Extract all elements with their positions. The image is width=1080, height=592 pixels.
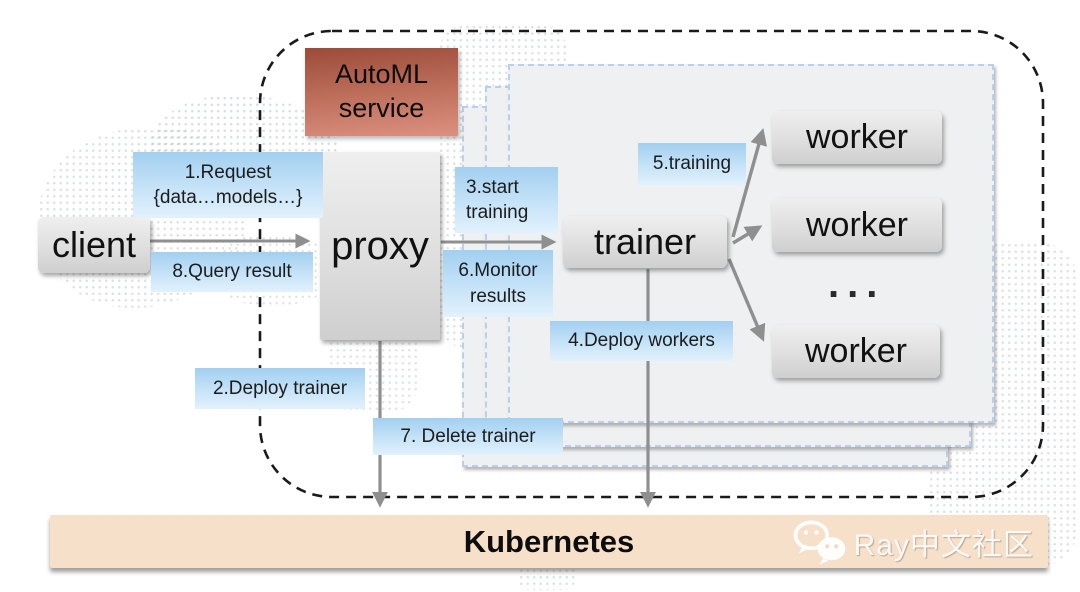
worker-label: worker: [805, 205, 909, 244]
step-5-training-label: 5.training: [638, 143, 746, 185]
more-workers-ellipsis: ...: [828, 262, 886, 306]
wechat-icon: [793, 519, 845, 565]
kubernetes-label: Kubernetes: [463, 523, 635, 559]
worker-node-2: worker: [772, 198, 942, 252]
client-node: client: [38, 217, 150, 273]
kubernetes-bar: Kubernetes Ray中文社区: [50, 515, 1048, 568]
trainer-node: trainer: [563, 216, 727, 268]
step-3-start-training-label: 3.start training: [455, 167, 558, 233]
step-7-delete-trainer-label: 7. Delete trainer: [373, 418, 563, 455]
step-8-query-result-label: 8.Query result: [151, 252, 313, 292]
proxy-label: proxy: [331, 223, 429, 268]
step-6-monitor-results-label: 6.Monitor results: [443, 250, 553, 317]
watermark: Ray中文社区: [790, 515, 1034, 568]
automl-service-box: AutoML service: [305, 48, 458, 136]
worker-node-3: worker: [772, 325, 940, 378]
automl-service-label: AutoML service: [334, 59, 429, 123]
worker-label: worker: [805, 118, 909, 156]
worker-label: worker: [804, 332, 908, 370]
client-label: client: [51, 224, 137, 265]
worker-node-1: worker: [772, 111, 942, 164]
watermark-text: Ray中文社区: [853, 528, 1034, 562]
step-1-request-label: 1.Request {data…models…}: [133, 152, 323, 218]
step-2-deploy-trainer-label: 2.Deploy trainer: [195, 368, 365, 409]
step-4-deploy-workers-label: 4.Deploy workers: [550, 321, 733, 361]
proxy-node: proxy: [320, 152, 440, 340]
trainer-label: trainer: [593, 221, 697, 262]
